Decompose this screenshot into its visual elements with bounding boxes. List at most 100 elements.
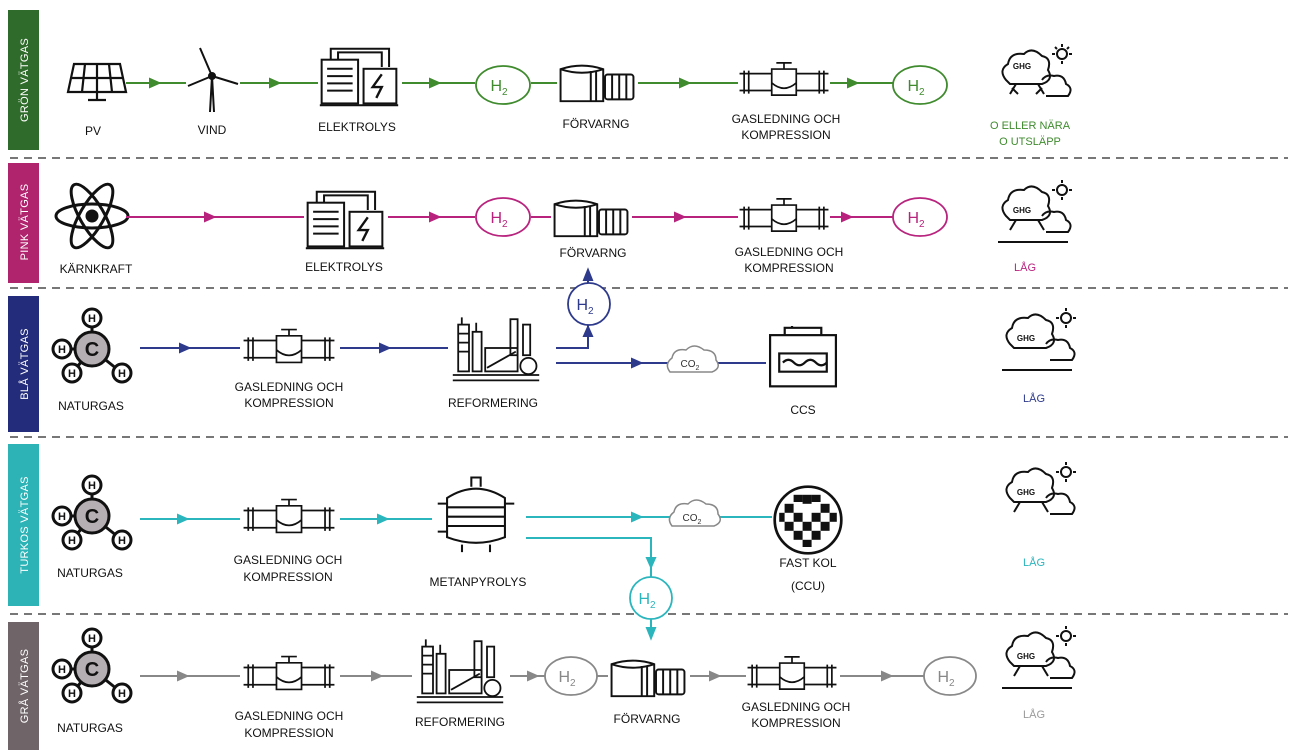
h2-badge: H2 (475, 197, 531, 237)
svg-text:H: H (68, 368, 76, 380)
band-label-blue: BLÅ VÄTGAS (18, 328, 31, 399)
ghg-label: GHG (1013, 206, 1031, 215)
ghg-cloud-icon (1002, 308, 1076, 371)
label-ccu: (CCU) (791, 579, 825, 593)
band-blue (8, 296, 39, 432)
svg-text:CO2: CO2 (683, 513, 702, 526)
svg-text:H: H (88, 633, 96, 645)
svg-text:H: H (88, 480, 96, 492)
ghg-cloud-icon (1005, 462, 1076, 515)
label-wind: VIND (198, 123, 227, 137)
pipeline-icon (242, 328, 336, 364)
label-pipeline-2: KOMPRESSION (744, 261, 833, 275)
svg-text:H: H (58, 664, 66, 676)
h2-badge: H2 (544, 656, 598, 696)
flow-green (126, 77, 893, 89)
svg-text:H2: H2 (490, 210, 508, 230)
reactor-icon (436, 476, 516, 554)
h2-badge: H2 (567, 282, 611, 326)
svg-text:H2: H2 (558, 669, 576, 689)
flow-blue (140, 267, 766, 369)
h2-badge: H2 (892, 197, 948, 237)
row-separators (10, 157, 1288, 615)
label-nuclear: KÄRNKRAFT (60, 262, 133, 276)
pipeline-icon (738, 197, 830, 233)
emission-label-1: LÅG (1023, 556, 1045, 569)
label-reforming: REFORMERING (415, 715, 505, 729)
band-label-turquoise: TURKOS VÄTGAS (19, 476, 31, 573)
svg-text:H: H (88, 313, 96, 325)
svg-text:H: H (68, 535, 76, 547)
solid-carbon-icon (773, 485, 843, 555)
svg-text:C: C (85, 506, 99, 528)
band-grey (8, 622, 39, 750)
svg-text:H2: H2 (907, 210, 925, 230)
label-pv: PV (85, 124, 101, 138)
band-green (8, 10, 39, 150)
svg-text:H2: H2 (576, 297, 594, 317)
electrolysis-icon (304, 190, 386, 250)
svg-text:CO2: CO2 (681, 359, 700, 372)
methane-molecule-icon (51, 627, 133, 704)
label-pipeline-1: GASLEDNING OCH (732, 112, 841, 126)
label-storage: FÖRVARNG (563, 117, 630, 131)
electrolysis-icon (318, 47, 400, 107)
emission-label-1: LÅG (1023, 392, 1045, 405)
row-pink: PINK VÄTGAS KÄRNKRAFT ELEKTROLYS FÖRVARN… (8, 163, 1072, 283)
label-electrolysis: ELEKTROLYS (305, 260, 383, 274)
ccs-storage-icon (768, 326, 838, 388)
label-pipeline-1: GASLEDNING OCH (235, 380, 344, 394)
flow-turquoise (140, 511, 772, 641)
label-pipeline-2: KOMPRESSION (244, 396, 333, 410)
svg-text:H2: H2 (638, 591, 656, 611)
band-pink (8, 163, 39, 283)
label-pipeline-2: KOMPRESSION (243, 570, 332, 584)
label-pipeline-b1: GASLEDNING OCH (742, 700, 851, 714)
ghg-cloud-icon (998, 180, 1072, 243)
emission-label-1: LÅG (1014, 261, 1036, 274)
storage-tank-icon (559, 64, 635, 103)
pipeline-icon (738, 61, 830, 97)
label-pipeline-1: GASLEDNING OCH (234, 553, 343, 567)
pipeline-icon (242, 655, 336, 691)
ghg-label: GHG (1013, 62, 1031, 71)
label-natural-gas: NATURGAS (58, 399, 124, 413)
svg-text:H: H (68, 688, 76, 700)
methane-molecule-icon (51, 307, 133, 384)
label-pipeline-2: KOMPRESSION (244, 726, 333, 740)
methane-molecule-icon (51, 474, 133, 551)
row-blue: BLÅ VÄTGAS C H H H H NATURGAS GASLEDNING… (8, 267, 1076, 432)
label-solid-carbon: FAST KOL (779, 556, 836, 570)
svg-text:H2: H2 (907, 78, 925, 98)
band-label-green: GRÖN VÄTGAS (19, 38, 31, 122)
wind-turbine-icon (187, 47, 239, 113)
row-turquoise: TURKOS VÄTGAS C H H H H NATURGAS GASLEDN… (8, 444, 1076, 641)
storage-tank-icon (610, 659, 686, 698)
emission-label-1: LÅG (1023, 708, 1045, 721)
flow-grey (140, 670, 928, 682)
svg-text:H: H (58, 344, 66, 356)
svg-text:H: H (118, 688, 126, 700)
band-label-grey: GRÅ VÄTGAS (18, 649, 31, 724)
label-electrolysis: ELEKTROLYS (318, 120, 396, 134)
row-green: GRÖN VÄTGAS PV VIND ELEKTROLYS FÖRVARNG … (8, 10, 1072, 150)
atom-labels: C H H H H (58, 480, 126, 547)
band-label-pink: PINK VÄTGAS (19, 184, 31, 261)
label-natural-gas: NATURGAS (57, 566, 123, 580)
h2-badge: H2 (629, 576, 673, 620)
h2-badge: H2 (923, 656, 977, 696)
co2-cloud: CO2 (668, 499, 721, 527)
emission-label-1: O ELLER NÄRA (990, 120, 1071, 132)
ghg-cloud-icon (1001, 44, 1072, 97)
refinery-icon (451, 316, 541, 382)
h2-badge: H2 (475, 65, 531, 105)
label-pipeline-1: GASLEDNING OCH (235, 709, 344, 723)
atom-labels: C H H H H (58, 633, 126, 700)
solar-panel-icon (66, 62, 128, 102)
svg-text:H: H (58, 511, 66, 523)
emission-label-2: O UTSLÄPP (999, 136, 1061, 148)
label-pipeline-1: GASLEDNING OCH (735, 245, 844, 259)
ghg-label: GHG (1017, 488, 1035, 497)
svg-text:H: H (118, 368, 126, 380)
